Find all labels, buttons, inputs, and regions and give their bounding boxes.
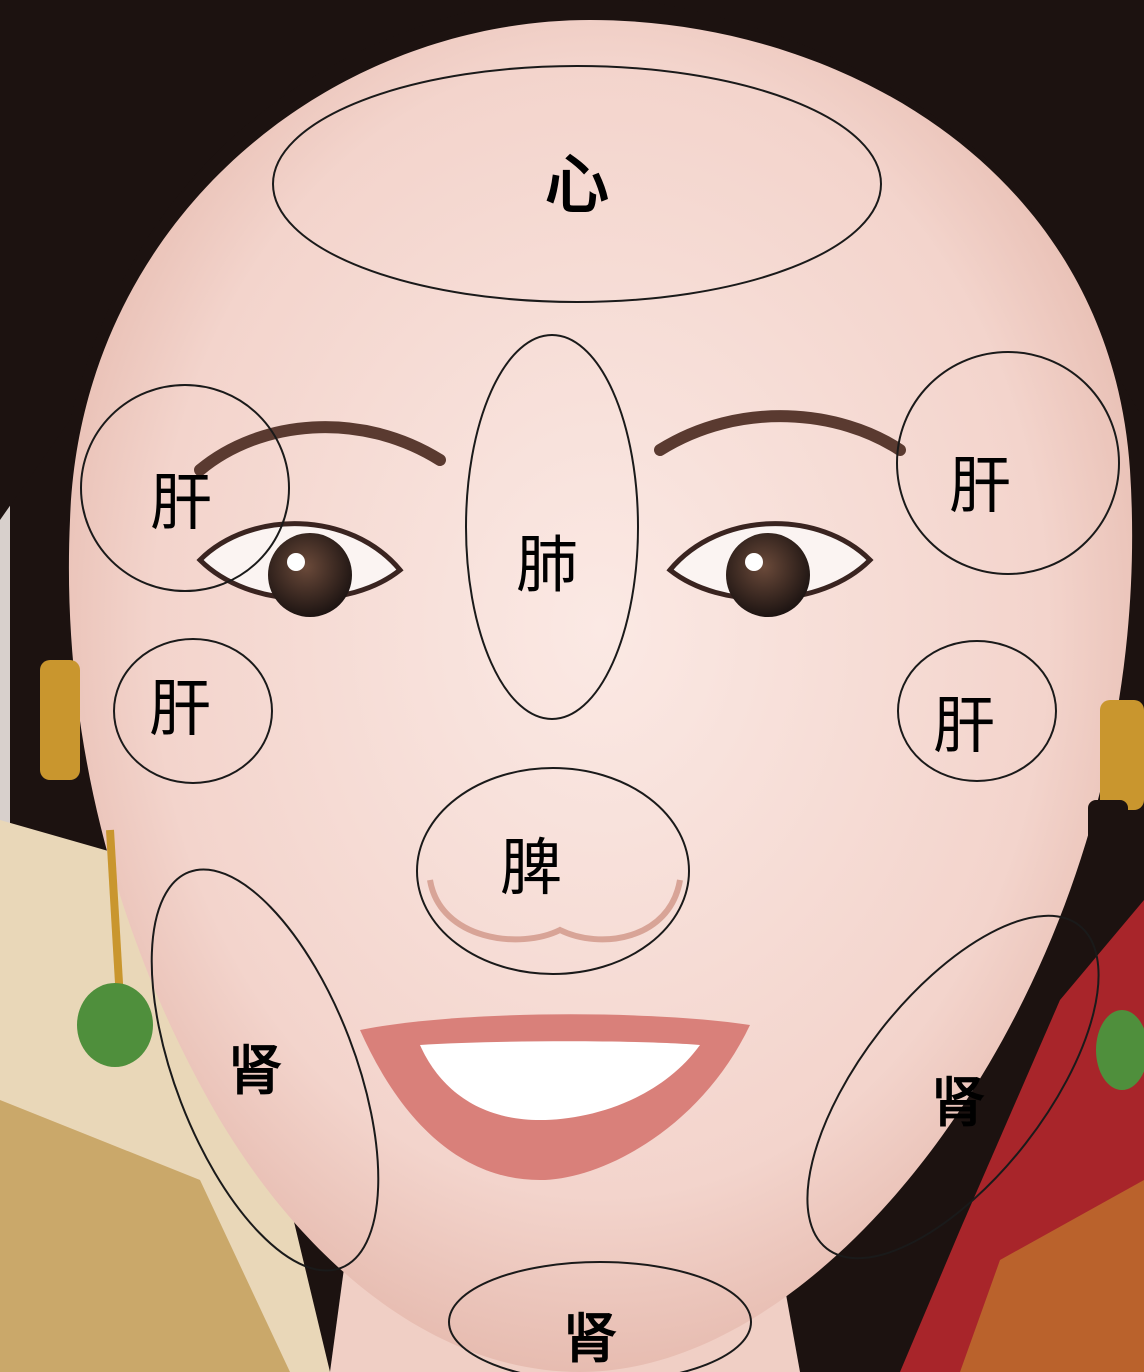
zone-left-jaw-outline	[150, 868, 380, 1272]
zone-nose-tip-outline	[416, 767, 690, 975]
zone-right-jaw-outline	[806, 914, 1100, 1260]
zone-label-right-cheek: 肝	[932, 689, 996, 762]
nose-outline	[427, 879, 683, 943]
left-robe-fold	[0, 1100, 290, 1372]
zone-left-temple-outline	[80, 384, 290, 592]
left-edge-strip	[0, 0, 10, 1372]
zone-right-cheek-outline	[897, 640, 1057, 782]
zone-label-left-temple: 肝	[149, 466, 213, 539]
zone-left-cheek-outline	[113, 638, 273, 784]
zone-label-forehead: 心	[545, 148, 609, 223]
left-eyebrow	[194, 421, 446, 476]
hair-left	[0, 0, 520, 520]
zone-label-nose-tip: 脾	[499, 831, 563, 904]
mouth	[360, 1014, 750, 1180]
zone-label-chin: 肾	[563, 1306, 617, 1370]
zone-label-right-temple: 肝	[948, 449, 1012, 522]
zone-forehead-outline	[272, 65, 882, 303]
left-eye	[196, 521, 404, 617]
right-eye	[666, 521, 874, 617]
zone-chin-outline	[448, 1261, 752, 1372]
left-earring	[40, 660, 153, 1067]
zone-label-nose-bridge: 肺	[515, 528, 579, 601]
zone-label-left-jaw: 肾	[228, 1038, 282, 1102]
face	[68, 20, 1133, 1372]
zone-nose-bridge-outline	[465, 334, 639, 720]
right-robe-trim	[960, 1180, 1144, 1372]
right-earring	[1088, 700, 1144, 1090]
zone-right-temple-outline	[896, 351, 1120, 575]
zone-label-left-cheek: 肝	[148, 672, 212, 745]
hair-right	[640, 0, 1144, 420]
right-eyebrow	[654, 410, 906, 456]
zone-label-right-jaw: 肾	[931, 1070, 985, 1134]
